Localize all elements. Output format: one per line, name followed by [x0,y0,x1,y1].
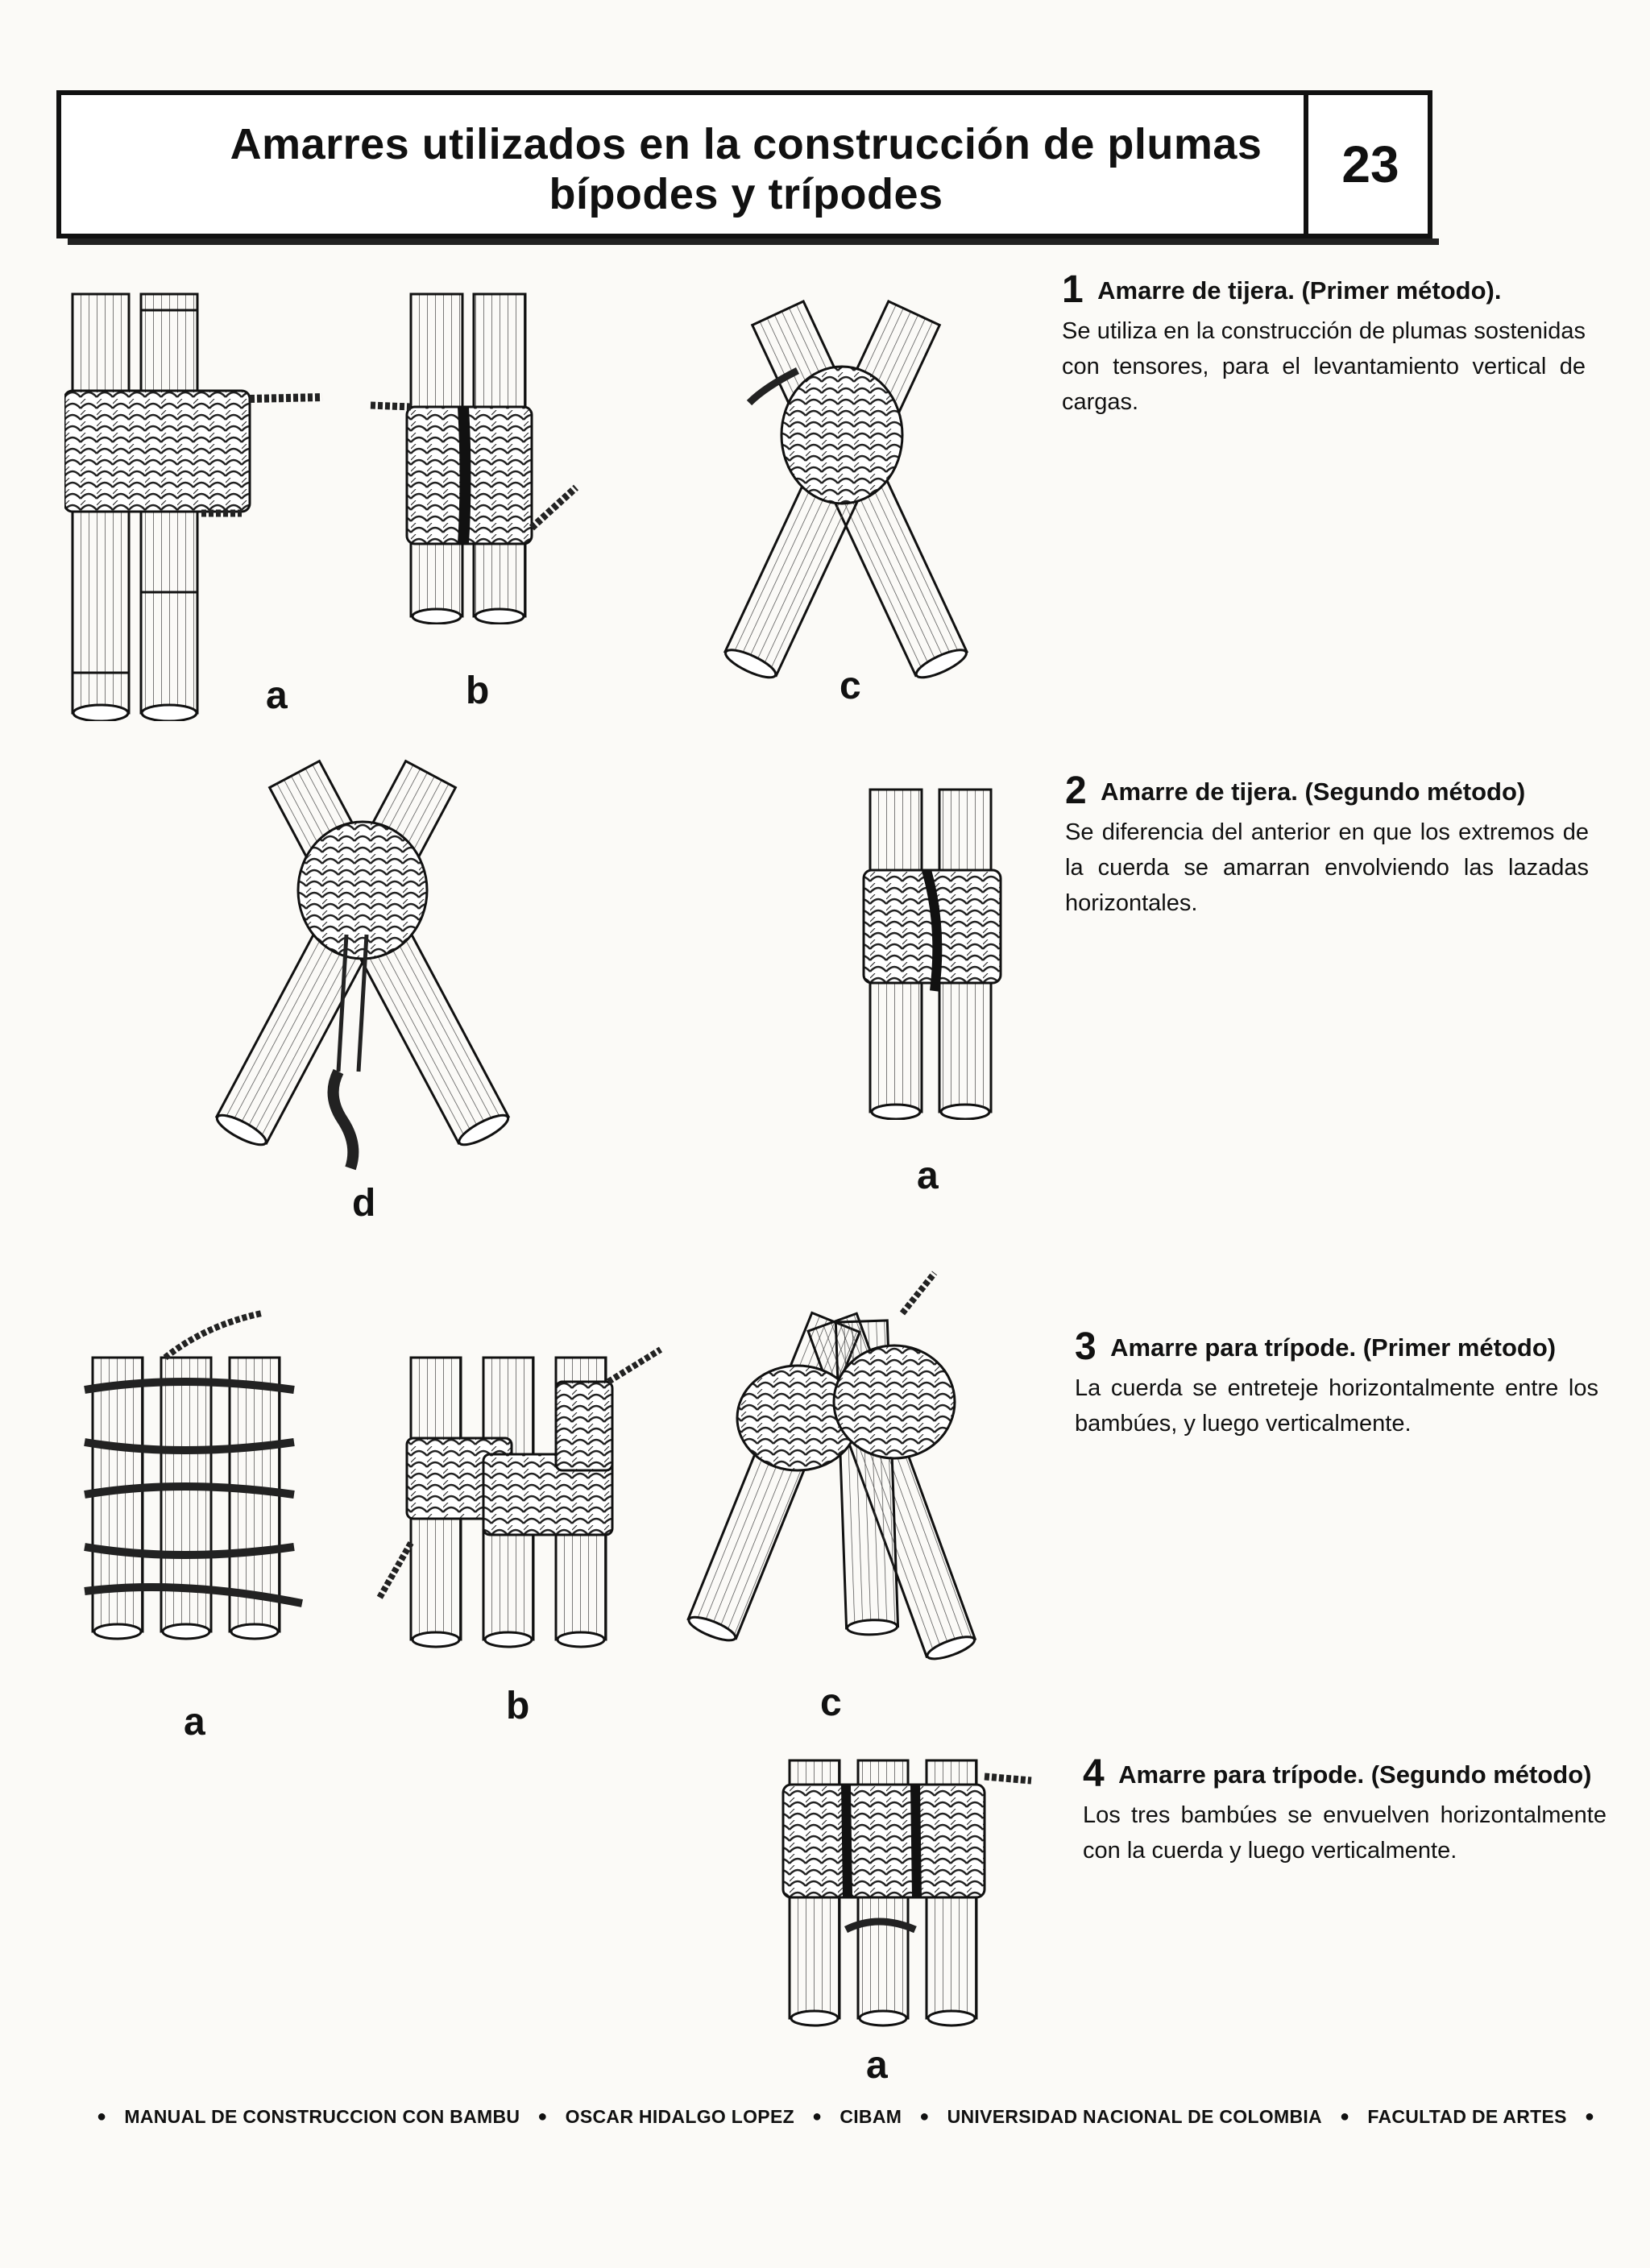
figure-1c-label: c [840,665,861,707]
figure-4a [773,1752,1047,2034]
section-4-number: 4 [1083,1752,1105,1795]
figure-3a [68,1301,334,1648]
section-1-body: Se utiliza en la construcción de plumas … [1062,318,1586,415]
footer-item: MANUAL DE CONSTRUCCION CON BAMBU [124,2106,520,2127]
section-2-title: Amarre de tijera. (Segundo método) [1101,777,1526,806]
page-number: 23 [1304,90,1432,238]
section-2-body: Se diferencia del anterior en que los ex… [1065,819,1589,916]
section-1-number: 1 [1062,268,1084,311]
figure-1a [64,286,338,721]
section-2-number: 2 [1065,769,1087,812]
title-line-1: Amarres utilizados en la construcción de… [230,120,1262,168]
bullet-icon: ● [919,2108,930,2125]
footer-item: FACULTAD DE ARTES [1367,2106,1567,2127]
figure-1a-label: a [266,674,288,717]
bullet-icon: ● [97,2108,107,2125]
section-3-title: Amarre para trípode. (Primer método) [1110,1333,1557,1362]
footer-item: OSCAR HIDALGO LOPEZ [565,2106,794,2127]
section-3-number: 3 [1075,1325,1097,1368]
section-4-heading: 4 Amarre para trípode. (Segundo método) [1083,1755,1606,1793]
section-3-heading: 3 Amarre para trípode. (Primer método) [1075,1328,1598,1366]
figure-1c [677,282,1015,701]
section-2-heading: 2 Amarre de tijera. (Segundo método) [1065,772,1589,811]
figure-3b [363,1333,669,1656]
bullet-icon: ● [811,2108,823,2125]
figure-2a [854,782,1063,1120]
bullet-icon: ● [1339,2108,1350,2125]
page-title: Amarres utilizados en la construcción de… [61,119,1431,219]
figure-1b-label: b [466,670,490,712]
figure-3a-label: a [184,1701,205,1743]
section-3-body: La cuerda se entreteje horizontalmente e… [1075,1375,1598,1437]
figure-1b [363,286,588,624]
section-4-title: Amarre para trípode. (Segundo método) [1118,1760,1592,1789]
figure-3c [661,1265,1015,1668]
section-3: 3 Amarre para trípode. (Primer método) L… [1075,1328,1598,1441]
bullet-icon: ● [1584,2108,1595,2125]
section-4-body: Los tres bambúes se envuelven horizontal… [1083,1802,1606,1864]
figure-3c-label: c [820,1681,842,1724]
bullet-icon: ● [537,2108,548,2125]
section-1-title: Amarre de tijera. (Primer método). [1097,276,1502,305]
footer-item: UNIVERSIDAD NACIONAL DE COLOMBIA [947,2106,1322,2127]
footer: ● MANUAL DE CONSTRUCCION CON BAMBU ● OSC… [97,2106,1595,2128]
section-4: 4 Amarre para trípode. (Segundo método) … [1083,1755,1606,1868]
title-line-2: bípodes y trípodes [549,170,943,218]
footer-item: CIBAM [840,2106,902,2127]
figure-1d [177,741,548,1192]
figure-1d-label: d [352,1182,376,1225]
figure-2a-label: a [917,1155,939,1197]
header-box: Amarres utilizados en la construcción de… [56,90,1439,245]
section-1: 1 Amarre de tijera. (Primer método). Se … [1062,271,1586,420]
section-1-heading: 1 Amarre de tijera. (Primer método). [1062,271,1586,309]
figure-3b-label: b [506,1685,530,1727]
section-2: 2 Amarre de tijera. (Segundo método) Se … [1065,772,1589,921]
figure-4a-label: a [866,2044,888,2087]
